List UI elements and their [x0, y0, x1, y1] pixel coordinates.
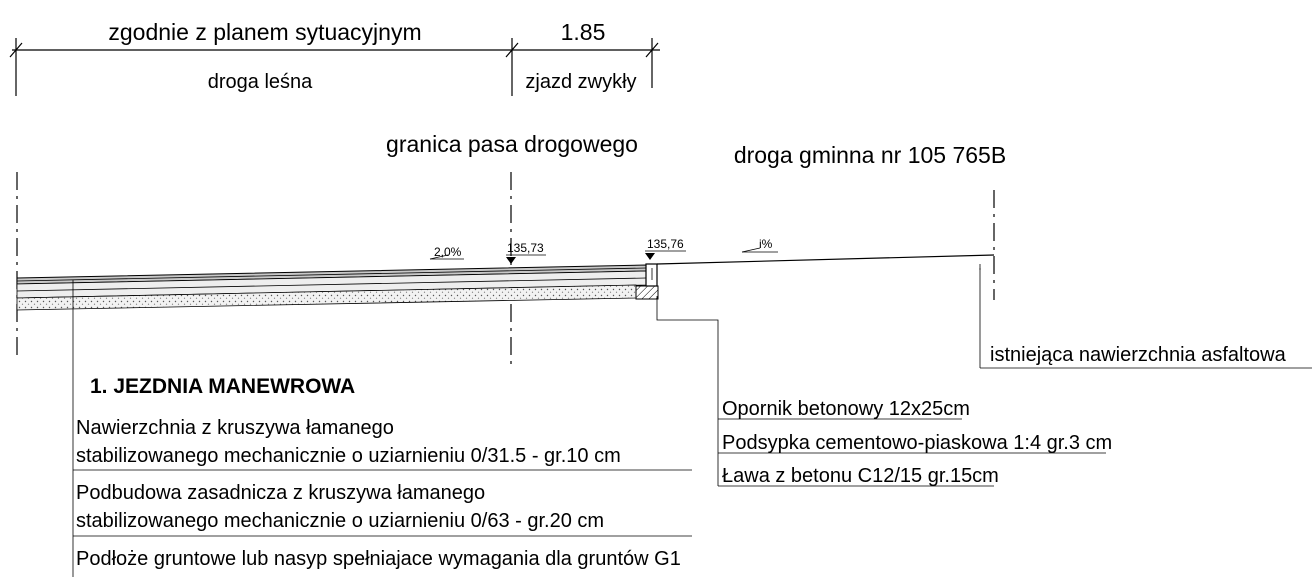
concrete-curb — [645, 263, 658, 287]
section-title: 1. JEZDNIA MANEWROWA — [90, 375, 355, 398]
dimension-left-label: zgodnie z planem sytuacyjnym — [108, 19, 421, 45]
layer-1-line-1: Nawierzchnia z kruszywa łamanego — [76, 417, 394, 439]
dimension-left-sublabel: droga leśna — [208, 71, 313, 93]
road-label: droga gminna nr 105 765B — [734, 142, 1006, 168]
existing-road-surface-line — [656, 254, 995, 265]
dimension-right-sublabel: zjazd zwykły — [525, 71, 636, 93]
elevation-axis-label: 135,73 — [507, 241, 544, 255]
concrete-bench — [635, 285, 659, 300]
layer-2-line-2: stabilizowanego mechanicznie o uziarnien… — [76, 510, 604, 532]
boundary-label: granica pasa drogowego — [386, 131, 638, 157]
curb-detail — [635, 263, 659, 300]
slope-left-label: 2,0% — [434, 245, 462, 259]
dimension-right-value: 1.85 — [561, 19, 606, 45]
curb-layer-1: Opornik betonowy 12x25cm — [722, 398, 970, 420]
curb-layer-2: Podsypka cementowo-piaskowa 1:4 gr.3 cm — [722, 432, 1112, 454]
layer-1-line-2: stabilizowanego mechanicznie o uziarnien… — [76, 445, 621, 467]
elevation-curb-marker — [645, 250, 686, 260]
layer-3-line-1: Podłoże gruntowe lub nasyp spełniajace w… — [76, 548, 681, 570]
elevation-axis-marker — [506, 254, 546, 264]
pavement-layers — [16, 264, 647, 311]
dimension-line-group — [9, 38, 660, 96]
curb-layer-3: Ława z betonu C12/15 gr.15cm — [722, 465, 999, 487]
elevation-curb-label: 135,76 — [647, 237, 684, 251]
layer-2-line-1: Podbudowa zasadnicza z kruszywa łamanego — [76, 482, 485, 504]
slope-right-label: i% — [759, 237, 773, 251]
existing-surface-label: istniejąca nawierzchnia asfaltowa — [990, 344, 1287, 366]
